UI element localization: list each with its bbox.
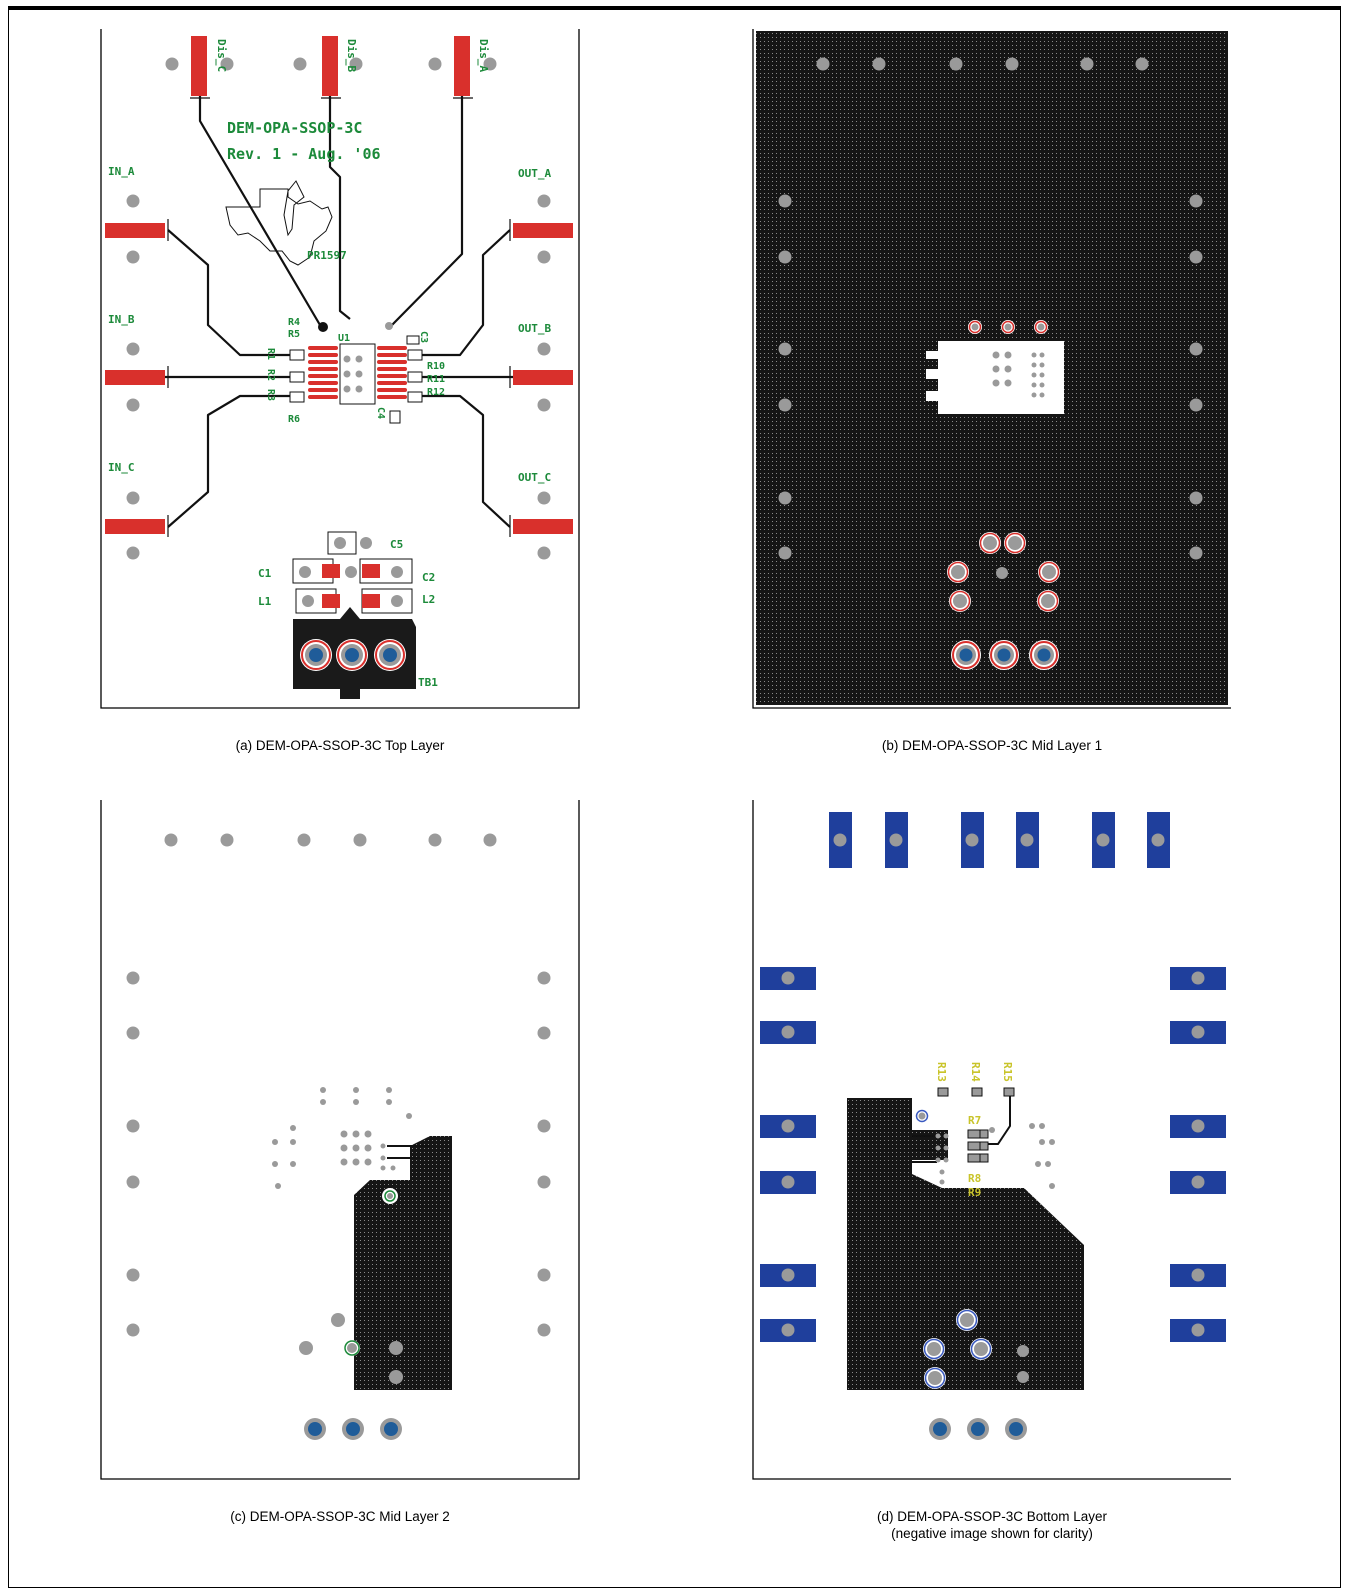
label-l1: L1 [258,595,272,608]
label-r12: R12 [427,387,445,398]
label-r3: R3 [265,389,276,401]
label-in-b: IN_B [108,313,135,326]
label-out-b: OUT_B [518,322,551,335]
caption-d: (d) DEM-OPA-SSOP-3C Bottom Layer [876,1509,1108,1524]
u1-vias [343,355,363,393]
label-r1: R1 [265,348,276,360]
tb1-terminals [300,639,406,671]
board-revision: Rev. 1 - Aug. '06 [227,145,381,163]
mid1-vias [778,57,1203,579]
bottom-top-pads [829,812,1170,868]
via-green-2-core [347,1343,357,1353]
ic-right-pads [377,346,407,399]
caption-b: (b) DEM-OPA-SSOP-3C Mid Layer 1 [881,738,1103,753]
dis-a-pad [454,36,470,96]
mid1-thermal-vias [968,320,1048,334]
label-r6: R6 [288,414,300,425]
label-in-a: IN_A [108,165,135,178]
u1-outline [339,343,376,405]
panel-bottom-layer: R13 R14 R15 R7 R8 R9 [752,800,1232,1480]
panel-mid-layer-1 [752,29,1232,709]
label-r13: R13 [935,1062,948,1082]
pcb-bottom-layer: R13 R14 R15 R7 R8 R9 [752,800,1231,1480]
via-green-1 [384,1190,396,1202]
ti-logo-mark [283,180,305,237]
via-green-1-core [387,1193,393,1199]
mid1-power-vias [947,532,1060,612]
label-r4: R4 [288,317,300,328]
label-in-c: IN_C [108,461,135,474]
via-c3 [385,322,393,330]
label-u1: U1 [338,333,350,344]
side-vias [126,194,551,560]
top-traces [165,96,513,528]
label-l2: L2 [422,593,435,606]
label-dis-c: Dis_C [215,39,228,72]
label-c1: C1 [258,567,272,580]
pcb-mid-layer-1 [752,29,1231,709]
label-c2: C2 [422,571,435,584]
bottom-copper-pour [847,1098,1084,1390]
label-r8: R8 [968,1172,981,1185]
label-tb1: TB1 [418,676,438,689]
caption-d-note: (negative image shown for clarity) [891,1526,1093,1541]
plane-cutout [926,341,1064,414]
top-vias [165,57,497,71]
bottom-via-1-core [918,1112,926,1120]
board-outline [100,29,580,709]
mid2-traces [387,1145,430,1159]
bottom-power-vias [923,1309,992,1389]
bottom-pad-vias [781,833,1205,1337]
label-r15: R15 [1001,1062,1014,1082]
dis-b-pad [322,36,338,96]
board-title: DEM-OPA-SSOP-3C [227,119,362,137]
board-outline [752,800,1231,1480]
label-r5: R5 [288,329,300,340]
side-pads [105,223,573,534]
label-out-c: OUT_C [518,471,551,484]
via-r4 [318,322,328,332]
label-r14: R14 [969,1062,982,1082]
smd-resistors [289,335,423,424]
ic-left-pads [308,346,338,399]
mid1-terminals [951,640,1059,670]
caption-a: (a) DEM-OPA-SSOP-3C Top Layer [235,738,445,753]
label-out-a: OUT_A [518,167,551,180]
tb1-copper [293,619,416,689]
via-green-2 [344,1340,360,1356]
bottom-smd-pads [937,1087,1015,1163]
mid2-terminals [304,1418,402,1440]
pr-number: PR1597 [307,249,347,262]
pcb-top-layer: DEM-OPA-SSOP-3C Rev. 1 - Aug. '06 PR1597… [100,29,580,709]
copper-pour [354,1136,452,1390]
label-r10: R10 [427,361,445,372]
power-vias [299,537,403,607]
bottom-small-vias [935,1123,1055,1383]
label-dis-b: Dis_B [345,39,358,72]
mid2-vias [126,833,551,1384]
board-outline [100,800,580,1480]
label-r11: R11 [427,374,445,385]
dis-c-pad [191,36,207,96]
bottom-traces [912,1096,1011,1163]
label-r2: R2 [265,369,276,381]
bottom-via-1 [915,1109,929,1123]
label-r9: R9 [968,1186,981,1199]
label-c3: C3 [418,331,429,343]
panel-mid-layer-2 [100,800,580,1480]
bottom-terminals [929,1418,1027,1440]
label-c4: C4 [375,407,386,419]
figure-frame [8,6,1341,1588]
board-outline [752,29,1231,709]
label-r7: R7 [968,1114,981,1127]
panel-top-layer: DEM-OPA-SSOP-3C Rev. 1 - Aug. '06 PR1597… [100,29,580,709]
label-c5: C5 [390,538,403,551]
pcb-mid-layer-2 [100,800,580,1480]
caption-c: (c) DEM-OPA-SSOP-3C Mid Layer 2 [230,1509,450,1524]
label-dis-a: Dis_A [477,39,490,72]
power-pads [322,564,380,608]
